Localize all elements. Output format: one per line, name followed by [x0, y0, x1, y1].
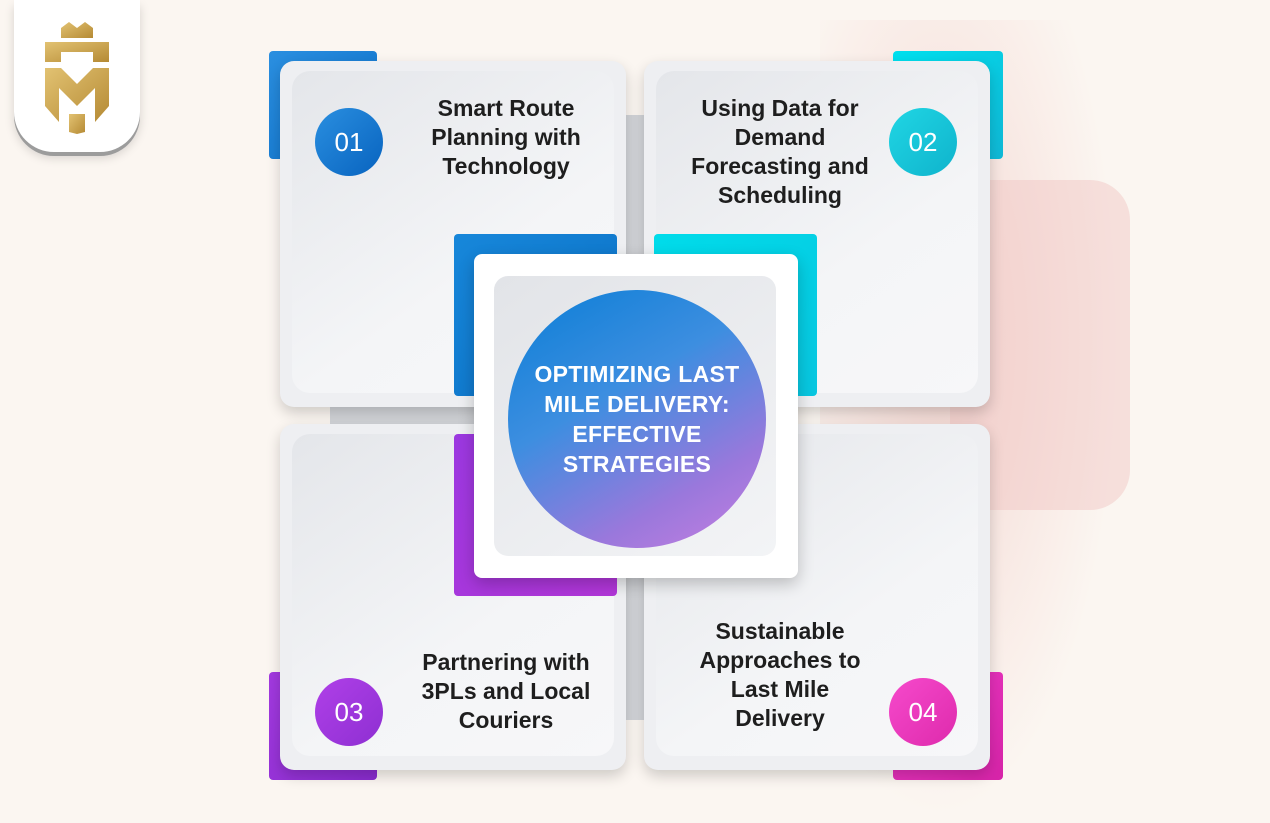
number-badge-04: 04 [889, 678, 957, 746]
strategy-label-02: Using Data for Demand Forecasting and Sc… [691, 95, 869, 208]
number-badge-02: 02 [889, 108, 957, 176]
center-circle: OPTIMIZING LAST MILE DELIVERY: EFFECTIVE… [508, 290, 766, 548]
shield-crown-logo-icon [45, 22, 109, 134]
logo-tile[interactable] [14, 0, 140, 152]
number-badge-01: 01 [315, 108, 383, 176]
strategy-label-03: Partnering with 3PLs and Local Couriers [421, 649, 591, 733]
strategy-label-01: Smart Route Planning with Technology [431, 95, 581, 179]
number-badge-03: 03 [315, 678, 383, 746]
center-title: OPTIMIZING LAST MILE DELIVERY: EFFECTIVE… [534, 361, 740, 477]
strategy-label-04: Sustainable Approaches to Last Mile Deli… [699, 618, 861, 731]
